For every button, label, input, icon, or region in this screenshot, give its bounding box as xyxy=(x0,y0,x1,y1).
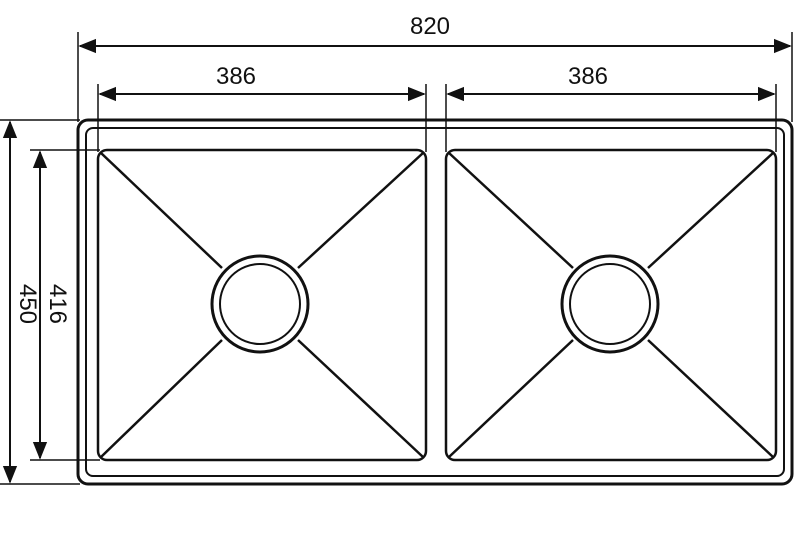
left-bowl xyxy=(96,148,428,462)
left-bowl-outline xyxy=(96,148,428,462)
label-bowl-height: 416 xyxy=(44,284,71,324)
right-bowl-slope-top-left xyxy=(448,152,574,269)
sink-inner-rim xyxy=(85,127,785,477)
left-bowl-slope-bottom-right xyxy=(297,339,424,458)
left-bowl-slope-bottom-left xyxy=(100,339,223,458)
dimension-lines xyxy=(2,38,792,484)
right-bowl-slope-bottom-left xyxy=(448,339,574,458)
label-overall-height: 450 xyxy=(14,284,41,324)
right-bowl-outline xyxy=(444,148,778,462)
right-drain-inner-ring xyxy=(569,263,651,345)
label-right-bowl-width: 386 xyxy=(568,63,608,90)
sink-outer-rim xyxy=(76,118,794,486)
extension-lines xyxy=(0,32,793,485)
right-bowl xyxy=(444,148,778,462)
left-drain-inner-ring xyxy=(219,263,301,345)
right-drain-outer-ring xyxy=(560,254,660,354)
left-drain-outer-ring xyxy=(210,254,310,354)
dimension-labels: 820 386 386 450 416 xyxy=(14,13,608,324)
sink-outline xyxy=(76,118,794,486)
right-bowl-slope-top-right xyxy=(647,152,774,269)
left-bowl-slope-top-left xyxy=(100,152,223,269)
label-overall-width: 820 xyxy=(410,13,450,40)
right-bowl-slope-bottom-right xyxy=(647,339,774,458)
label-left-bowl-width: 386 xyxy=(216,63,256,90)
left-bowl-slope-top-right xyxy=(297,152,424,269)
